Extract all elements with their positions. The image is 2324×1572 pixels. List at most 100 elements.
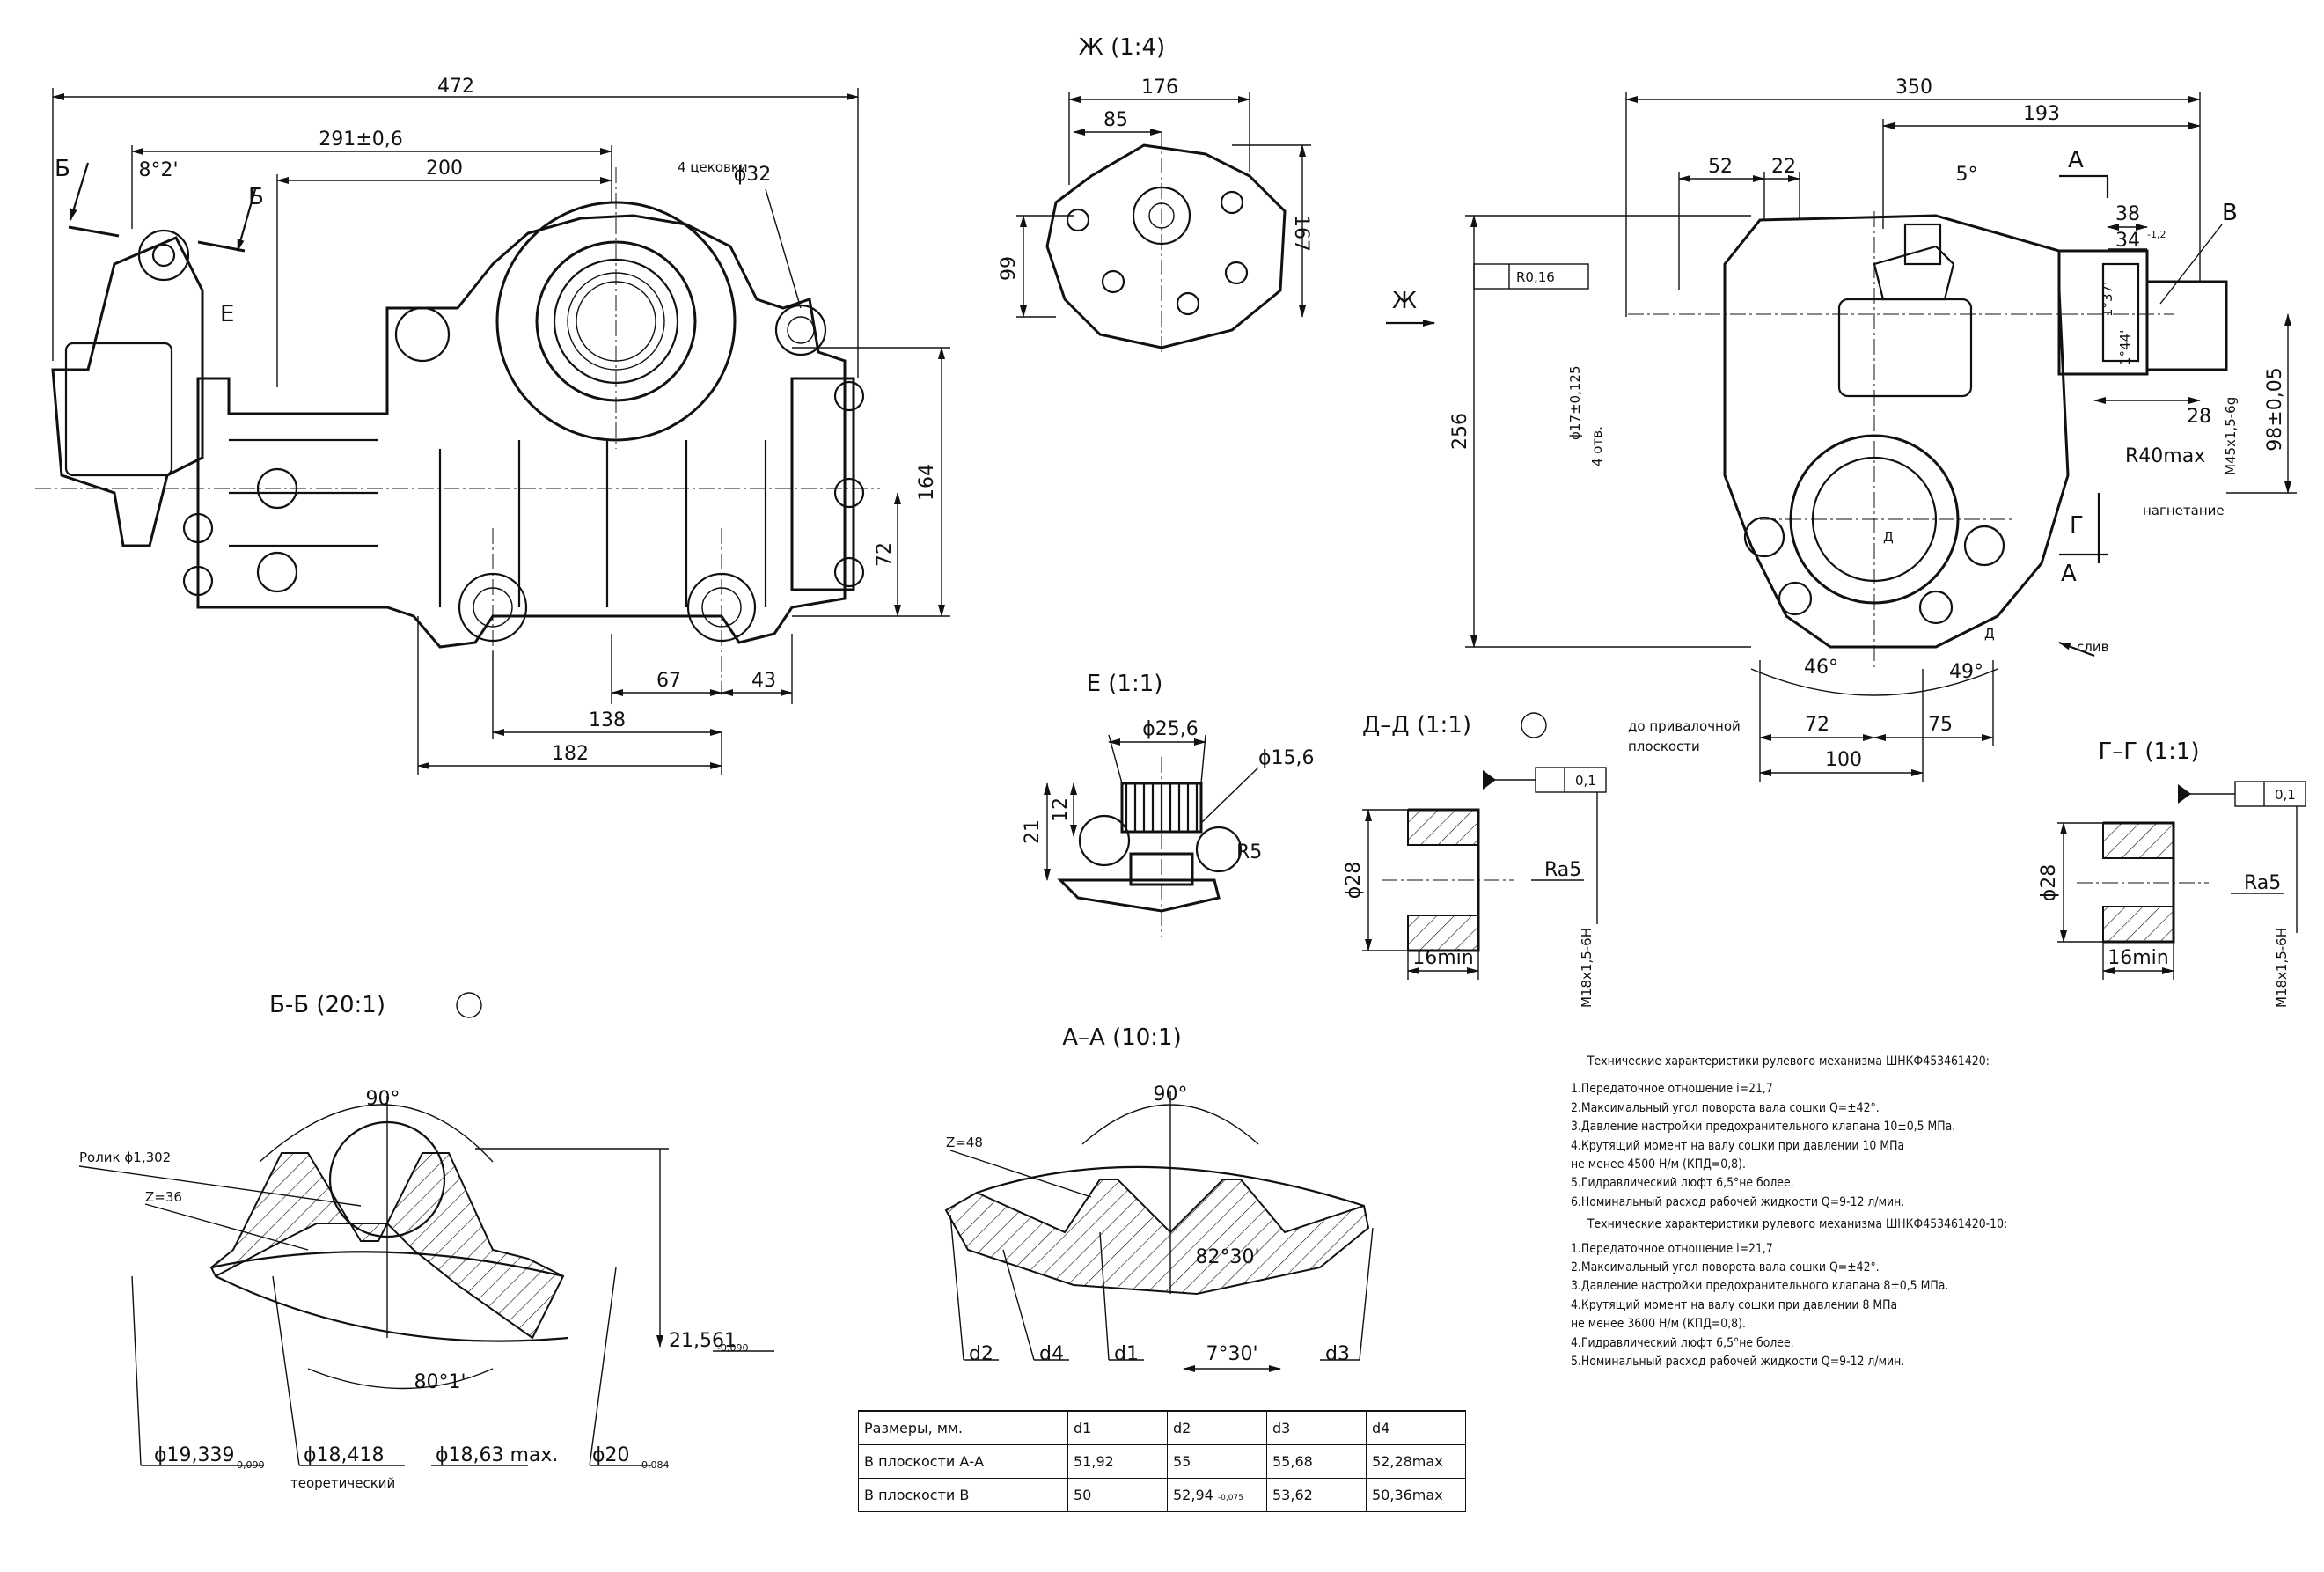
aa-angle-7: 7°30' <box>1206 1343 1257 1365</box>
table-cell: 52,28max <box>1366 1444 1466 1479</box>
dim-200: 200 <box>426 158 463 180</box>
dim-291: 291±0,6 <box>319 129 402 151</box>
spec-line: 3.Давление настройки предохранительного … <box>1571 1120 1956 1135</box>
e-dim-21: 21 <box>1022 819 1044 844</box>
e-dim-25: ϕ25,6 <box>1142 718 1199 740</box>
bb-roller: Ролик ϕ1,302 <box>79 1150 171 1165</box>
rv-dim-37: 1°37' <box>2100 282 2115 317</box>
bb-dim-18max: ϕ18,63 max. <box>436 1444 558 1466</box>
rv-dim-98: 98±0,05 <box>2264 367 2286 451</box>
spec-line: 5.Номинальный расход рабочей жидкости Q=… <box>1571 1355 1905 1370</box>
dd-thread: M18x1,5-6H <box>1579 928 1595 1008</box>
rv-plane-note-1: до привалочной <box>1628 718 1741 734</box>
table-cell-tol: -0,075 <box>1217 1494 1243 1502</box>
rv-dim-44: 1°44' <box>2117 330 2133 365</box>
rv-drain: слив <box>2077 639 2108 655</box>
rv-dim-17: ϕ17±0,125 <box>1567 366 1583 441</box>
bb-dim-20-tol: -0,084 <box>638 1459 669 1471</box>
section-b-right: Б <box>248 184 264 210</box>
rv-dim-38: 38 <box>2115 203 2140 225</box>
bb-dim-20: ϕ20 <box>592 1444 630 1466</box>
dim-138: 138 <box>589 709 626 731</box>
bb-dim-19-tol: -0,090 <box>233 1459 264 1471</box>
gg-ra: Ra5 <box>2244 872 2281 894</box>
section-bb: Б-Б (20:1) 90° Ролик ϕ1,302 Z=36 80°1' 2… <box>78 992 774 1491</box>
dim-182: 182 <box>552 743 589 765</box>
dim-overall: 472 <box>437 76 474 98</box>
dd-title: Д–Д (1:1) <box>1362 712 1471 738</box>
dim-67: 67 <box>656 670 681 692</box>
rv-thread: M45x1,5-6g <box>2223 397 2239 475</box>
gg-title: Г–Г (1:1) <box>2098 738 2199 765</box>
aa-angle-90: 90° <box>1154 1084 1188 1106</box>
section-gg: Г–Г (1:1) ϕ28 0,1 Ra5 16min M18x1,5-6H <box>2038 738 2306 1008</box>
rv-plane-note-2: плоскости <box>1628 738 1700 754</box>
table-cell-value: 52,94 <box>1173 1487 1213 1503</box>
table-cell: 50,36max <box>1366 1478 1466 1512</box>
aa-title: А–А (10:1) <box>1062 1025 1182 1051</box>
rv-dim-22: 22 <box>1771 156 1796 178</box>
table-cell: В плоскости А-А <box>858 1444 1068 1479</box>
zh-dim-176: 176 <box>1141 77 1178 99</box>
gg-perp: 0,1 <box>2275 787 2296 803</box>
table-cell: 51,92 <box>1067 1444 1168 1479</box>
dim-43: 43 <box>751 670 776 692</box>
rv-holes: 4 отв. <box>1589 426 1605 466</box>
table-cell: В плоскости В <box>858 1478 1068 1512</box>
bb-angle-80: 80°1' <box>414 1371 466 1393</box>
section-b-left: Б <box>55 156 70 182</box>
rv-angle-49: 49° <box>1949 661 1983 683</box>
zh-dim-99: 99 <box>998 256 1020 281</box>
dd-dim-16: 16min <box>1412 947 1473 969</box>
counterbores-note: 4 цековки <box>678 159 748 175</box>
gg-thread: M18x1,5-6H <box>2274 928 2290 1008</box>
rv-label-a-bottom: А <box>2061 561 2077 587</box>
rv-angle-46: 46° <box>1804 657 1838 679</box>
table-header-cell: d4 <box>1366 1410 1466 1445</box>
dd-perp: 0,1 <box>1575 773 1596 789</box>
table-row: В плоскости А-А 51,92 55 55,68 52,28max <box>858 1444 1466 1479</box>
view-e: Е (1:1) ϕ25,6 ϕ15,6 21 12 R5 <box>1022 671 1315 937</box>
specs-title-2: Технические характеристики рулевого меха… <box>1587 1217 2008 1232</box>
arrow-zh-label: Ж <box>1392 288 1417 314</box>
aa-d4: d4 <box>1039 1343 1064 1365</box>
dd-dim-28: ϕ28 <box>1343 862 1365 900</box>
gg-dim-28: ϕ28 <box>2038 864 2060 902</box>
right-side-view: Ж 350 193 52 22 5° А А В 38 34 -1,2 1°37… <box>1386 77 2297 782</box>
view-zh-title: Ж (1:4) <box>1079 34 1165 61</box>
rv-dim-52: 52 <box>1708 156 1733 178</box>
bb-z: Z=36 <box>145 1189 182 1205</box>
aa-z: Z=48 <box>946 1135 983 1150</box>
table-cell: 52,94 -0,075 <box>1167 1478 1267 1512</box>
aa-angle-82: 82°30' <box>1195 1246 1259 1268</box>
spec-line: 4.Крутящий момент на валу сошки при давл… <box>1571 1138 1905 1153</box>
table-header-cell: d2 <box>1167 1410 1267 1445</box>
sizes-table: Размеры, мм. d1 d2 d3 d4 В плоскости А-А… <box>858 1410 1466 1512</box>
rv-pressure: нагнетание <box>2143 503 2225 518</box>
dim-angle: 8°2' <box>138 159 178 181</box>
table-header-cell: Размеры, мм. <box>858 1410 1068 1445</box>
bb-dim-18-note: теоретический <box>290 1475 395 1491</box>
spec-line: 1.Передаточное отношение i=21,7 <box>1571 1082 1773 1097</box>
spec-line: 6.Номинальный расход рабочей жидкости Q=… <box>1571 1194 1905 1209</box>
specs-block: Технические характеристики рулевого меха… <box>1571 1053 2007 1372</box>
dim-164: 164 <box>916 464 938 501</box>
rv-angle-5: 5° <box>1956 164 1978 186</box>
table-cell: 55 <box>1167 1444 1267 1479</box>
view-zh: Ж (1:4) 176 85 99 167 <box>998 34 1312 352</box>
rv-position-tol: R0,16 <box>1516 269 1555 285</box>
spec-line: 4.Гидравлический люфт 6,5°не более. <box>1571 1335 1794 1350</box>
table-cell: 55,68 <box>1266 1444 1367 1479</box>
bb-angle-90: 90° <box>366 1088 400 1110</box>
rv-r40: R40max <box>2125 445 2205 467</box>
view-e-title: Е (1:1) <box>1087 671 1163 697</box>
dd-ra: Ra5 <box>1544 859 1581 881</box>
spec-line: 1.Передаточное отношение i=21,7 <box>1571 1241 1773 1256</box>
bb-dim-21-tol: -0,090 <box>717 1342 748 1354</box>
table-row: В плоскости В 50 52,94 -0,075 53,62 50,3… <box>858 1478 1466 1512</box>
specs-title-1: Технические характеристики рулевого меха… <box>1587 1054 1990 1069</box>
spec-line: 5.Гидравлический люфт 6,5°не более. <box>1571 1176 1794 1191</box>
spec-line: 4.Крутящий момент на валу сошки при давл… <box>1571 1297 1898 1312</box>
rv-label-d1: Д <box>1883 529 1894 545</box>
